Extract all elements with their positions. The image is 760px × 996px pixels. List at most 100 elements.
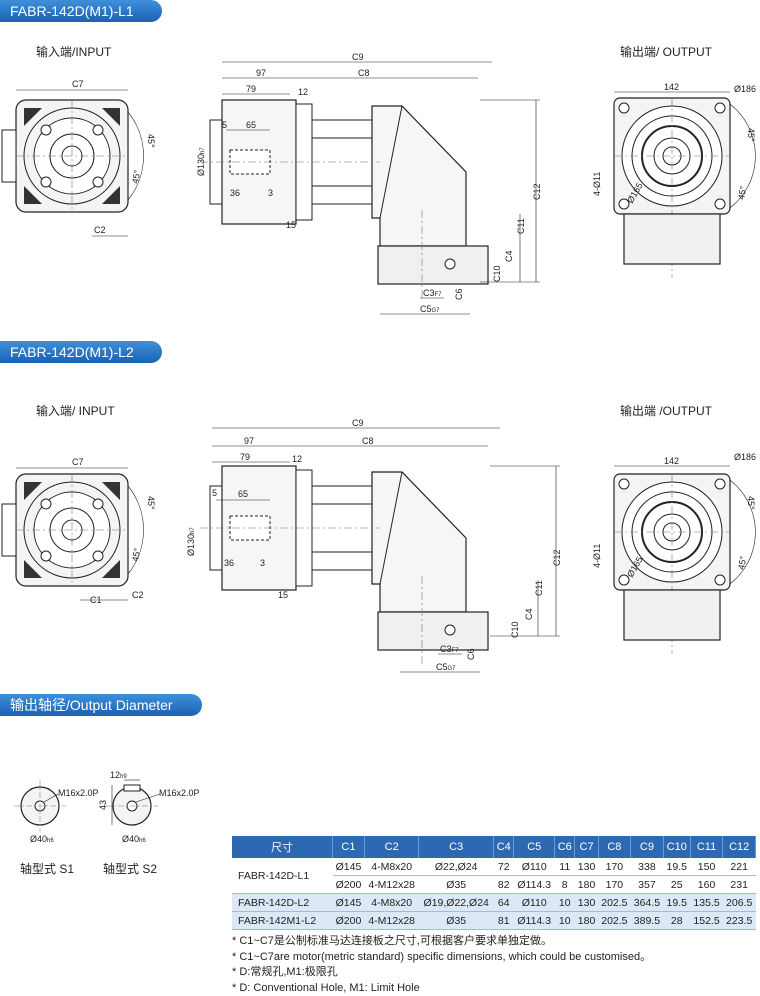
table-cell: 231 <box>723 876 756 894</box>
table-cell: Ø200 <box>333 876 365 894</box>
header-c7: C7 <box>575 836 598 858</box>
table-cell: 357 <box>631 876 664 894</box>
table-cell: 10 <box>554 894 574 912</box>
l2-input-flange-view <box>2 474 144 586</box>
s1-dia: Ø40h6 <box>30 834 54 844</box>
l2-dim-65: 65 <box>238 489 248 499</box>
table-row: FABR-142D-L2 Ø145 4-M8x20 Ø19,Ø22,Ø24 64… <box>232 894 756 912</box>
table-cell: Ø145 <box>333 894 365 912</box>
s2-thread: M16x2.0P <box>159 788 200 798</box>
l1-dim-15: 15 <box>286 220 296 230</box>
l2-dim-c4: C4 <box>524 608 534 620</box>
spec-table-header: 尺寸 C1 C2 C3 C4 C5 C6 C7 C8 C9 C10 C11 C1… <box>232 836 756 858</box>
table-cell: 81 <box>494 912 514 930</box>
l2-dim-c10: C10 <box>510 621 520 638</box>
header-c6: C6 <box>554 836 574 858</box>
s1-thread: M16x2.0P <box>58 788 99 798</box>
l1-dim-3: 3 <box>268 188 273 198</box>
l1-dim-142: 142 <box>664 82 679 92</box>
header-c11: C11 <box>690 836 723 858</box>
table-cell: 28 <box>663 912 690 930</box>
l2-dim-142: 142 <box>664 456 679 466</box>
table-cell: 4-M8x20 <box>364 894 419 912</box>
l2-dim-36: 36 <box>224 558 234 568</box>
table-cell: 10 <box>554 912 574 930</box>
l1-out-ang2: 45° <box>736 185 748 201</box>
l1-dim-c12: C12 <box>532 183 542 200</box>
header-c1: C1 <box>333 836 365 858</box>
l2-dim-c11: C11 <box>534 580 544 596</box>
s2-dia: Ø40h6 <box>122 834 146 844</box>
table-cell: 364.5 <box>631 894 664 912</box>
l2-out-ang2: 45° <box>736 555 748 571</box>
l1-dim-c11: C11 <box>516 218 526 234</box>
note-3: * D:常规孔,M1:极限孔 <box>232 965 651 981</box>
table-cell: 160 <box>690 876 723 894</box>
header-c3: C3 <box>419 836 494 858</box>
table-cell: Ø114.3 <box>514 876 555 894</box>
l2-dim-12: 12 <box>292 454 302 464</box>
l2-dim-c5: C5G7 <box>436 662 456 672</box>
table-cell: 389.5 <box>631 912 664 930</box>
note-2: * C1~C7are motor(metric standard) specif… <box>232 950 651 966</box>
table-cell: 223.5 <box>723 912 756 930</box>
table-cell: 4-M12x28 <box>364 912 419 930</box>
header-c5: C5 <box>514 836 555 858</box>
l1-dim-186: Ø186 <box>734 84 756 94</box>
l2-dim-15: 15 <box>278 590 288 600</box>
table-cell: Ø35 <box>419 912 494 930</box>
header-c10: C10 <box>663 836 690 858</box>
l2-in-ang1: 45° <box>146 496 156 510</box>
table-cell: 8 <box>554 876 574 894</box>
table-cell: FABR-142D-L2 <box>232 894 333 912</box>
l2-dim-c9: C9 <box>352 418 364 428</box>
l2-dim-c12: C12 <box>552 549 562 566</box>
table-cell: 221 <box>723 858 756 876</box>
l1-in-ang2: 45° <box>130 169 142 185</box>
l1-dim-c9: C9 <box>352 52 364 62</box>
l1-in-ang1: 45° <box>146 134 156 148</box>
l1-dim-c5: C5G7 <box>420 304 440 314</box>
l1-dim-c2: C2 <box>94 225 106 235</box>
table-row: FABR-142M1-L2 Ø200 4-M12x28 Ø35 81 Ø114.… <box>232 912 756 930</box>
l2-dim-5: 5 <box>212 488 217 498</box>
l2-dim-c8: C8 <box>362 436 374 446</box>
l1-dim-c7: C7 <box>72 79 84 89</box>
l1-dim-65: 65 <box>246 120 256 130</box>
table-cell: 19.5 <box>663 858 690 876</box>
table-cell: 130 <box>575 894 598 912</box>
table-cell: 72 <box>494 858 514 876</box>
table-cell: Ø22,Ø24 <box>419 858 494 876</box>
l2-dim-186: Ø186 <box>734 452 756 462</box>
s2-key-height: 43 <box>98 800 108 810</box>
l2-in-ang2: 45° <box>130 547 142 563</box>
table-cell: FABR-142M1-L2 <box>232 912 333 930</box>
table-cell: 206.5 <box>723 894 756 912</box>
l2-dim-97: 97 <box>244 436 254 446</box>
s2-key-width: 12h9 <box>110 770 127 780</box>
notes: * C1~C7是公制标准马达连接板之尺寸,可根据客户要求单独定做。 * C1~C… <box>232 934 651 996</box>
l2-out-ang1: 45° <box>746 496 756 510</box>
l2-dim-c2: C2 <box>132 590 144 600</box>
l1-dim-12: 12 <box>298 87 308 97</box>
header-c4: C4 <box>494 836 514 858</box>
note-4: * D: Conventional Hole, M1: Limit Hole <box>232 981 651 996</box>
table-cell: Ø114.3 <box>514 912 555 930</box>
header-c8: C8 <box>598 836 631 858</box>
l1-dim-c4: C4 <box>504 250 514 262</box>
table-cell: 25 <box>663 876 690 894</box>
table-cell: 130 <box>575 858 598 876</box>
table-cell: FABR-142D-L1 <box>232 858 333 894</box>
table-cell: 202.5 <box>598 894 631 912</box>
l1-dim-c8: C8 <box>358 68 370 78</box>
l1-dim-36: 36 <box>230 188 240 198</box>
header-c9: C9 <box>631 836 664 858</box>
header-size: 尺寸 <box>232 836 333 858</box>
table-cell: 4-M12x28 <box>364 876 419 894</box>
note-1: * C1~C7是公制标准马达连接板之尺寸,可根据客户要求单独定做。 <box>232 934 651 950</box>
l2-dim-3: 3 <box>260 558 265 568</box>
l2-dim-c6: C6 <box>466 648 476 660</box>
table-cell: Ø110 <box>514 858 555 876</box>
shaft-s2-drawing: 12h9 43 M16x2.0P Ø40h6 <box>98 770 200 844</box>
l2-dim-holes: 4-Ø11 <box>592 544 602 568</box>
